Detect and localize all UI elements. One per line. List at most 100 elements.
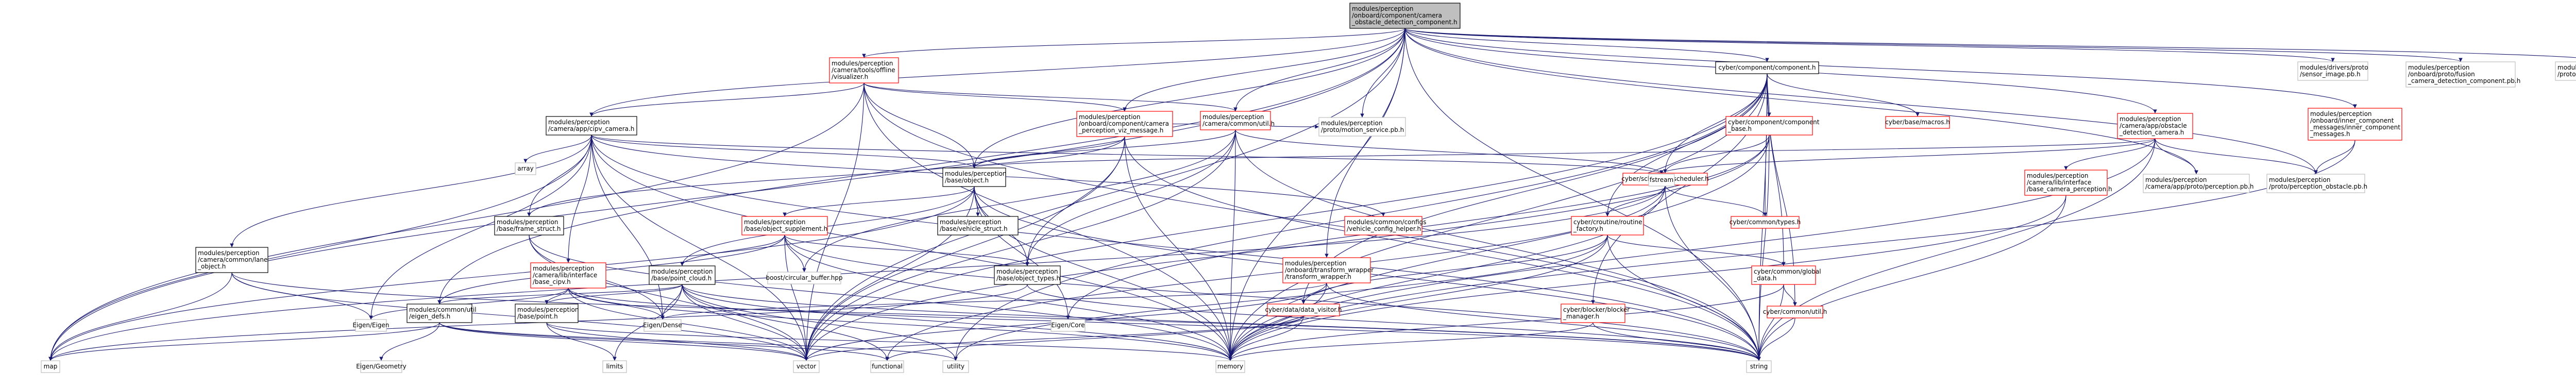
edge-point-cloud-to-base-point [545, 284, 683, 305]
node-label-line: /base/object.h [945, 177, 989, 184]
node-label-line: /onboard/transform_wrapper [1285, 266, 1374, 274]
node-label-line: cyber/common/types.h [1730, 218, 1801, 226]
node-lane-object[interactable]: modules/perception/camera/common/lane_ob… [195, 247, 268, 273]
node-label-line: memory [1217, 363, 1243, 370]
edge-scheduler-to-string [1665, 184, 1761, 361]
node-common-util[interactable]: modules/perception/camera/common/util.h [1200, 111, 1275, 130]
edge-app-obstacle-to-fstream [1659, 138, 2156, 175]
edge-object-supplement-to-object-types [784, 234, 1029, 266]
node-layer: modules/perception/onboard/component/cam… [41, 3, 2576, 373]
node-label-line: /base_cipv.h [533, 278, 571, 285]
node-box [829, 57, 899, 83]
edge-root-to-proto-obstacle [1404, 28, 2318, 175]
node-routine-factory[interactable]: cyber/croutine/routine_factory.h [1571, 216, 1644, 235]
edge-display-camera-to-vector [591, 134, 808, 361]
edge-routine-factory-to-data-visitor [1301, 234, 1608, 305]
node-visualizer[interactable]: modules/perception/camera/tools/offline/… [829, 57, 899, 83]
node-cyber-util[interactable]: cyber/common/util.h [1763, 306, 1827, 318]
edge-visualizer-to-vector [804, 82, 865, 361]
node-box [994, 265, 1061, 285]
node-vehicle-struct[interactable]: modules/perception/base/vehicle_struct.h [937, 216, 1019, 235]
node-eigen-defs[interactable]: modules/common/util/eigen_defs.h [406, 304, 477, 323]
node-omni-camera[interactable]: modules/perception/camera/lib/interface/… [2024, 170, 2112, 196]
node-viz-message[interactable]: modules/perception/onboard/component/cam… [1076, 111, 1173, 137]
node-label-line: /base/point_cloud.h [651, 275, 711, 282]
node-inner-msg[interactable]: modules/perception/onboard/inner_compone… [2308, 108, 2402, 141]
edge-eigen-defs-to-functional [439, 322, 889, 361]
edge-visualizer-to-map [48, 82, 865, 361]
node-display-camera[interactable]: modules/perception/camera/app/cipv_camer… [546, 116, 637, 136]
edge-frame-struct-to-memory [529, 234, 1232, 361]
node-label-line: map [44, 363, 58, 370]
node-box [767, 272, 841, 284]
node-box [649, 265, 716, 285]
edge-routine-factory-to-global-data [1607, 234, 1786, 266]
node-frame-struct[interactable]: modules/perception/base/frame_struct.h [494, 216, 564, 235]
node-cyber-macros[interactable]: cyber/base/macros.h [1885, 116, 1950, 129]
node-object-types[interactable]: modules/perception/base/object_types.h [994, 265, 1061, 285]
edge-component-base-to-memory [1228, 134, 1770, 361]
node-label-line: cyber/component/component [1728, 119, 1820, 126]
node-box [1648, 174, 1675, 187]
node-label-line: /camera/common/lane [198, 256, 267, 263]
edge-object-supplement-to-circular-buffer [784, 234, 806, 273]
node-label-line: fstream [1650, 176, 1673, 183]
edge-object-supplement-to-point-cloud [680, 234, 785, 266]
node-cyber-types[interactable]: cyber/common/types.h [1730, 216, 1801, 229]
node-global-data[interactable]: cyber/common/global_data.h [1751, 265, 1821, 285]
node-box [1344, 216, 1422, 235]
node-component-base[interactable]: cyber/component/component_base.h [1725, 116, 1820, 136]
node-label-line: modules/perception [1321, 120, 1383, 127]
node-base-object[interactable]: modules/perception/base/object.h [942, 167, 1007, 187]
edge-component-base-to-scheduler [1663, 134, 1770, 174]
node-label-line: modules/perception [945, 170, 1007, 177]
edge-point-cloud-to-vector [682, 284, 808, 361]
edge-point-cloud-to-utility [682, 284, 958, 361]
edge-visualizer-to-common-util [863, 82, 1238, 112]
node-label-line: modules/perception [2557, 64, 2576, 71]
node-label-line: modules/perception [2145, 176, 2207, 183]
node-box [2266, 174, 2365, 193]
node-transform-wrapper[interactable]: modules/perception/onboard/transform_wra… [1282, 257, 1374, 283]
node-box [2297, 61, 2368, 81]
node-box [2117, 113, 2193, 139]
edge-object-types-to-string [1027, 284, 1761, 361]
node-object-supplement[interactable]: modules/perception/base/object_supplemen… [741, 216, 828, 235]
node-label-line: cyber/data/data_visitor.h [1265, 306, 1342, 313]
node-label-line: limits [606, 363, 623, 370]
edge-inner-msg-to-proto-obstacle [2314, 140, 2355, 175]
node-box [602, 360, 627, 373]
node-label-line: cyber/base/macros.h [1885, 119, 1950, 126]
node-blocker-manager[interactable]: cyber/blocker/blocker_manager.h [1561, 304, 1630, 323]
node-string: string [1746, 360, 1772, 373]
node-box [1751, 265, 1816, 285]
edge-visualizer-to-display-camera [589, 82, 865, 117]
node-config-helper[interactable]: modules/common/configs/vehicle_config_he… [1344, 216, 1427, 235]
node-data-visitor[interactable]: cyber/data/data_visitor.h [1265, 304, 1342, 316]
edge-root-to-cyber-component [1404, 28, 1769, 62]
node-label-line: modules/common/configs [1347, 218, 1427, 226]
node-label-line: string [1750, 363, 1768, 370]
edge-routine-factory-to-utility [954, 234, 1608, 361]
node-label-line: modules/perception [940, 218, 1002, 226]
edge-routine-factory-to-string [1607, 234, 1761, 361]
node-label-line: modules/perception [744, 218, 806, 226]
node-label-line: modules/perception [497, 218, 558, 226]
edge-omni-camera-to-string [1757, 195, 2066, 361]
edge-component-base-to-vector [804, 134, 1770, 361]
edge-root-to-map [48, 28, 1405, 361]
edge-app-obstacle-to-proto-camera [2155, 138, 2198, 175]
edge-common-util-to-memory [1228, 129, 1236, 361]
node-base-cipv[interactable]: modules/perception/camera/lib/interface/… [530, 262, 606, 289]
edge-root-to-visualizer [862, 28, 1405, 58]
node-label-line: /camera/lib/interface [2027, 179, 2091, 186]
node-label-line: /base/object_supplement.h [744, 225, 827, 232]
node-label-line: /camera/common/util.h [1202, 120, 1275, 127]
node-cyber-component[interactable]: cyber/component/component.h [1715, 61, 1819, 74]
node-point-cloud[interactable]: modules/perception/base/point_cloud.h [649, 265, 716, 285]
node-app-obstacle[interactable]: modules/perception/camera/app/obstacle_d… [2117, 113, 2193, 139]
node-base-point[interactable]: modules/perception/base/point.h [515, 304, 579, 323]
node-box [1746, 360, 1772, 373]
edge-transform-wrapper-to-eigen-dense [660, 282, 1327, 320]
node-root[interactable]: modules/perception/onboard/component/cam… [1349, 3, 1461, 29]
